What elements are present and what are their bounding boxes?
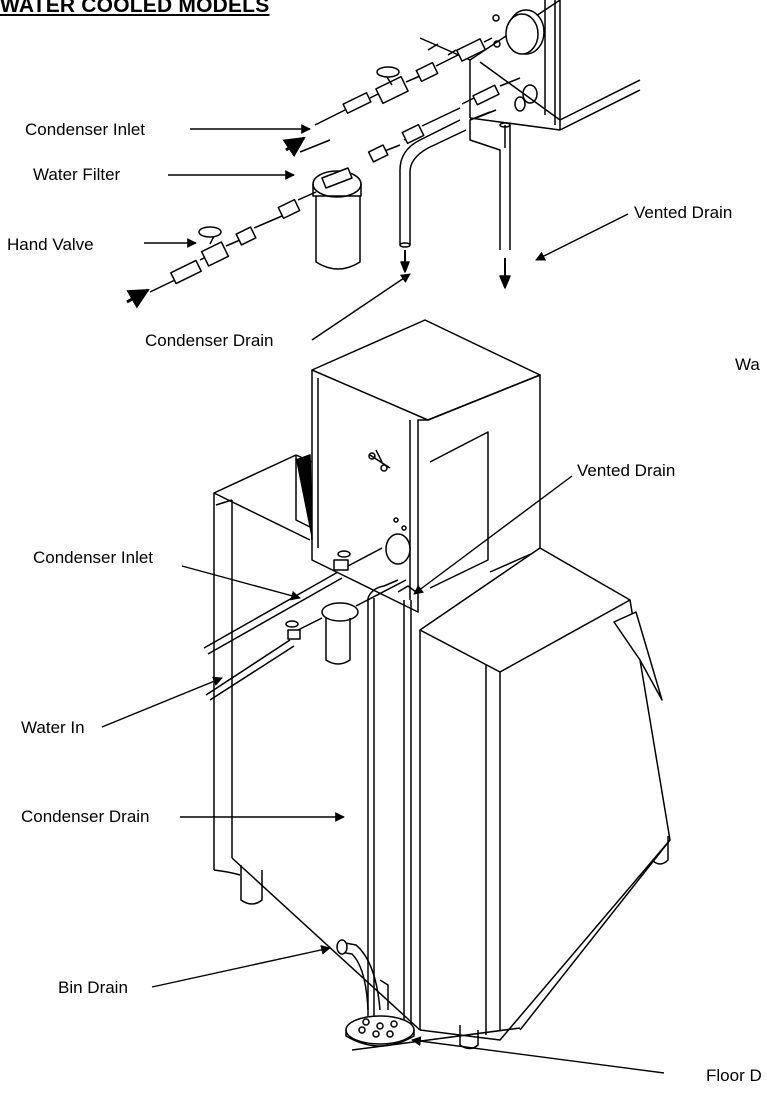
- label-water-in-cut: Wa: [735, 355, 760, 374]
- leader-lines: [101, 124, 665, 1074]
- label-condenser-drain-bottom: Condenser Drain: [21, 807, 150, 826]
- ice-bin-right: [231, 454, 671, 1050]
- label-condenser-drain-top: Condenser Drain: [145, 331, 274, 350]
- drain-pipes-main: [367, 579, 417, 1035]
- page-title: WATER COOLED MODELS: [0, 0, 270, 17]
- water-filter-pipe-top: [299, 77, 538, 163]
- ice-maker-head: [311, 319, 541, 613]
- label-bin-drain: Bin Drain: [58, 978, 128, 997]
- condenser-drain-pipe-top: [399, 119, 467, 273]
- label-condenser-inlet-bottom: Condenser Inlet: [33, 548, 154, 567]
- ice-bin-left: [213, 454, 521, 1051]
- floor-drain: [336, 939, 415, 1047]
- label-vented-drain-top: Vented Drain: [634, 203, 733, 222]
- vented-drain-pipe-top: [469, 109, 511, 289]
- label-water-filter: Water Filter: [33, 165, 121, 184]
- label-vented-drain-bottom: Vented Drain: [577, 461, 676, 480]
- water-in-pipe-main: [205, 579, 407, 701]
- label-floor-drain: Floor D: [706, 1066, 762, 1085]
- pressure-gauge: [492, 9, 545, 55]
- label-hand-valve: Hand Valve: [7, 235, 94, 254]
- label-condenser-inlet-top: Condenser Inlet: [25, 120, 146, 139]
- condenser-inlet-pipe-top: [314, 37, 493, 126]
- top-detail: [126, 0, 641, 309]
- water-filter-top: [312, 167, 362, 270]
- hand-valve-pipe-top: [149, 191, 317, 293]
- condenser-inlet-pipe-main: [203, 547, 383, 655]
- label-water-in: Water In: [21, 718, 85, 737]
- ice-machine-assembly: [203, 319, 671, 1051]
